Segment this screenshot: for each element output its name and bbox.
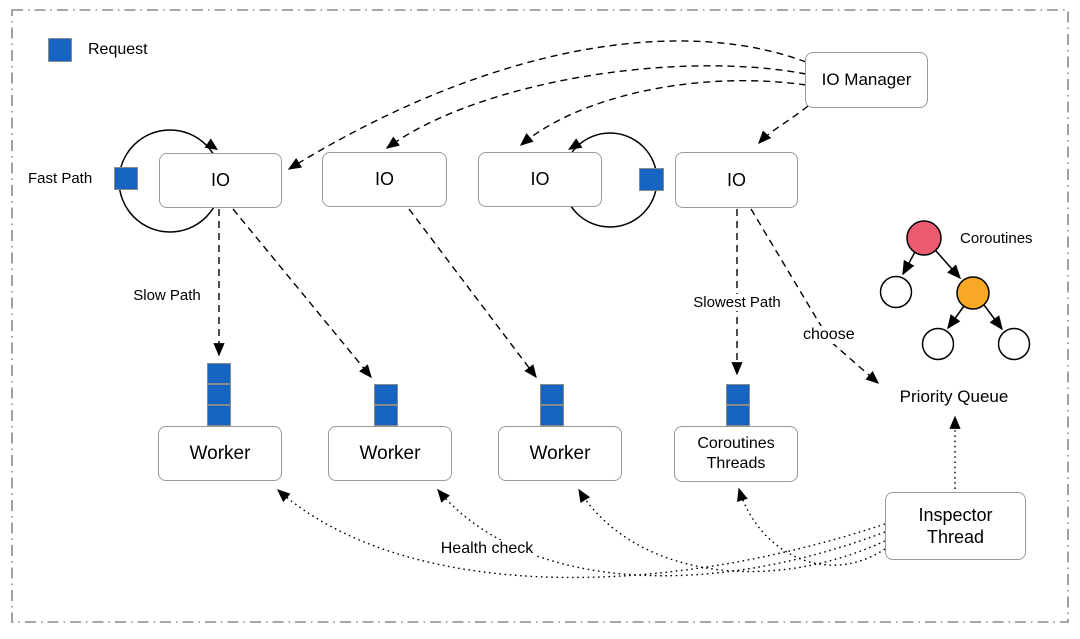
outer-border (11, 9, 1069, 623)
io2-worker3-arrow (408, 208, 537, 379)
worker1-queue-item (207, 363, 231, 384)
io-box-3: IO (478, 152, 602, 207)
io-box-2: IO (322, 152, 447, 207)
io1-worker2-arrow (232, 208, 372, 379)
slowest-path-label: Slowest Path (690, 294, 784, 311)
worker1-queue-item (207, 384, 231, 405)
coroutines-label: Coroutines (960, 230, 1033, 247)
dispatch-io1-arrow (287, 40, 807, 170)
priority-queue-label: Priority Queue (899, 387, 1009, 406)
healthcheck-worker1-arrow (276, 489, 886, 579)
health-check-label: Health check (437, 540, 537, 558)
fast-path-request-square (114, 167, 138, 190)
io3-request-square (639, 168, 664, 191)
coroutine-leaf-right-node (997, 327, 1031, 361)
io-box-4: IO (675, 152, 798, 208)
dispatch-io2-arrow (385, 65, 807, 149)
io1-self-loop-arrowhead (204, 138, 218, 150)
worker-3-label: Worker (529, 442, 591, 464)
fast-path-label: Fast Path (28, 170, 93, 187)
worker3-queue-item (540, 405, 564, 426)
io3-self-loop-arrowhead (568, 138, 583, 150)
coroutines-queue-item (726, 405, 750, 426)
request-legend-swatch (48, 38, 72, 62)
worker-2-label: Worker (359, 442, 421, 464)
dispatch-io4-arrow (758, 105, 809, 145)
slow-path-label: Slow Path (133, 287, 201, 304)
worker-box-2: Worker (328, 426, 452, 481)
worker1-queue-item (207, 405, 231, 426)
tree-edge-orange-left (947, 305, 965, 330)
healthcheck-worker3-arrow (578, 488, 886, 573)
coroutines-threads-label: Coroutines Threads (697, 435, 775, 472)
tree-edge-root-left (902, 251, 916, 276)
worker2-queue-item (374, 384, 398, 405)
dispatch-io3-arrow (519, 80, 807, 146)
tree-edge-root-orange (935, 250, 961, 280)
healthcheck-coroutines-arrow (737, 487, 886, 566)
coroutines-queue-item (726, 384, 750, 405)
tree-edge-orange-right (983, 304, 1003, 331)
request-legend-label: Request (88, 41, 148, 58)
io-box-3-label: IO (530, 169, 550, 190)
io-box-1: IO (159, 153, 282, 208)
coroutine-leaf-left-node (921, 327, 955, 361)
io-manager-box: IO Manager (805, 52, 928, 108)
inspector-thread-label: Inspector Thread (918, 504, 993, 548)
choose-label: choose (800, 326, 858, 344)
io-box-4-label: IO (726, 169, 746, 190)
coroutine-left-node (879, 275, 913, 309)
choose-arrow (750, 208, 880, 384)
worker3-queue-item (540, 384, 564, 405)
worker-box-3: Worker (498, 426, 622, 481)
healthcheck-worker2-arrow (437, 488, 886, 577)
coroutine-orange-node (956, 276, 990, 310)
io-box-2-label: IO (374, 169, 394, 190)
worker-1-label: Worker (189, 442, 251, 464)
io-box-1-label: IO (210, 170, 230, 191)
coroutines-threads-box: Coroutines Threads (674, 426, 798, 482)
coroutine-root-node (906, 220, 942, 256)
worker2-queue-item (374, 405, 398, 426)
inspector-thread-box: Inspector Thread (885, 492, 1026, 560)
io-manager-label: IO Manager (821, 70, 912, 90)
worker-box-1: Worker (158, 426, 282, 481)
